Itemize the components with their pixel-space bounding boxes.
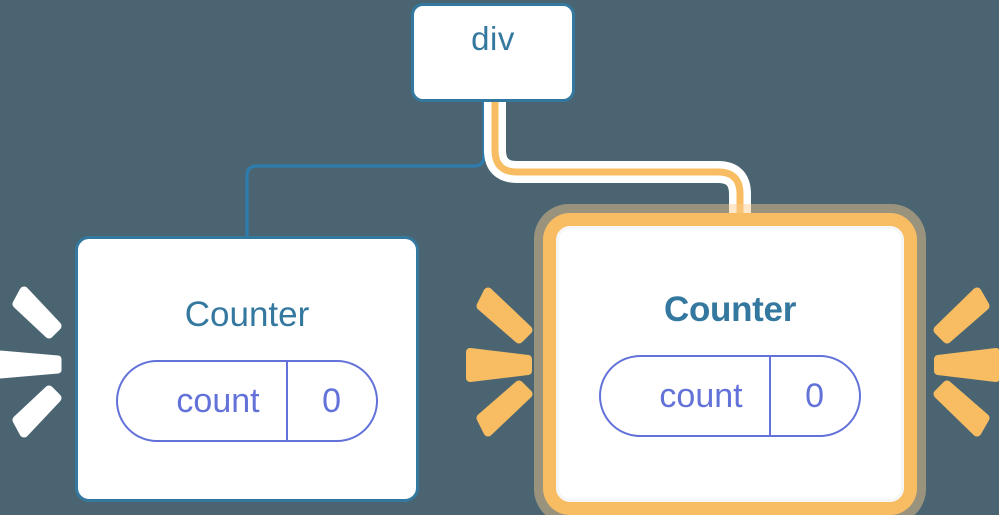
sparkle-ray-icon xyxy=(934,348,999,382)
state-key-label: count xyxy=(659,376,743,415)
node-counter-left-label: Counter xyxy=(184,294,310,334)
sparkle-ray-icon xyxy=(12,385,62,438)
node-counter-right[interactable]: Counter count 0 xyxy=(556,226,904,502)
state-value-label: 0 xyxy=(285,361,376,440)
edge-div-to-counter-left xyxy=(245,101,486,238)
sparkle-ray-icon xyxy=(0,350,62,379)
state-key-label: count xyxy=(176,381,260,420)
state-pill-counter-right: count 0 xyxy=(599,354,861,437)
state-value-label: 0 xyxy=(768,356,859,435)
node-counter-right-label: Counter xyxy=(663,289,797,329)
edge-div-to-counter-right xyxy=(491,101,744,245)
sparkle-ray-icon xyxy=(933,380,990,437)
sparkle-ray-icon xyxy=(476,380,533,437)
sparkle-rays-middle xyxy=(466,287,533,437)
sparkle-rays-left-outer xyxy=(0,286,62,438)
sparkle-ray-icon xyxy=(12,286,62,339)
sparkle-ray-icon xyxy=(476,287,533,344)
node-counter-left[interactable]: Counter count 0 xyxy=(75,236,419,502)
node-div-label: div xyxy=(471,20,515,57)
node-div[interactable]: div xyxy=(411,3,575,102)
sparkle-ray-icon xyxy=(466,348,532,382)
state-pill-counter-left: count 0 xyxy=(116,359,378,442)
sparkle-ray-icon xyxy=(933,287,990,344)
sparkle-rays-right-outer xyxy=(933,287,999,437)
